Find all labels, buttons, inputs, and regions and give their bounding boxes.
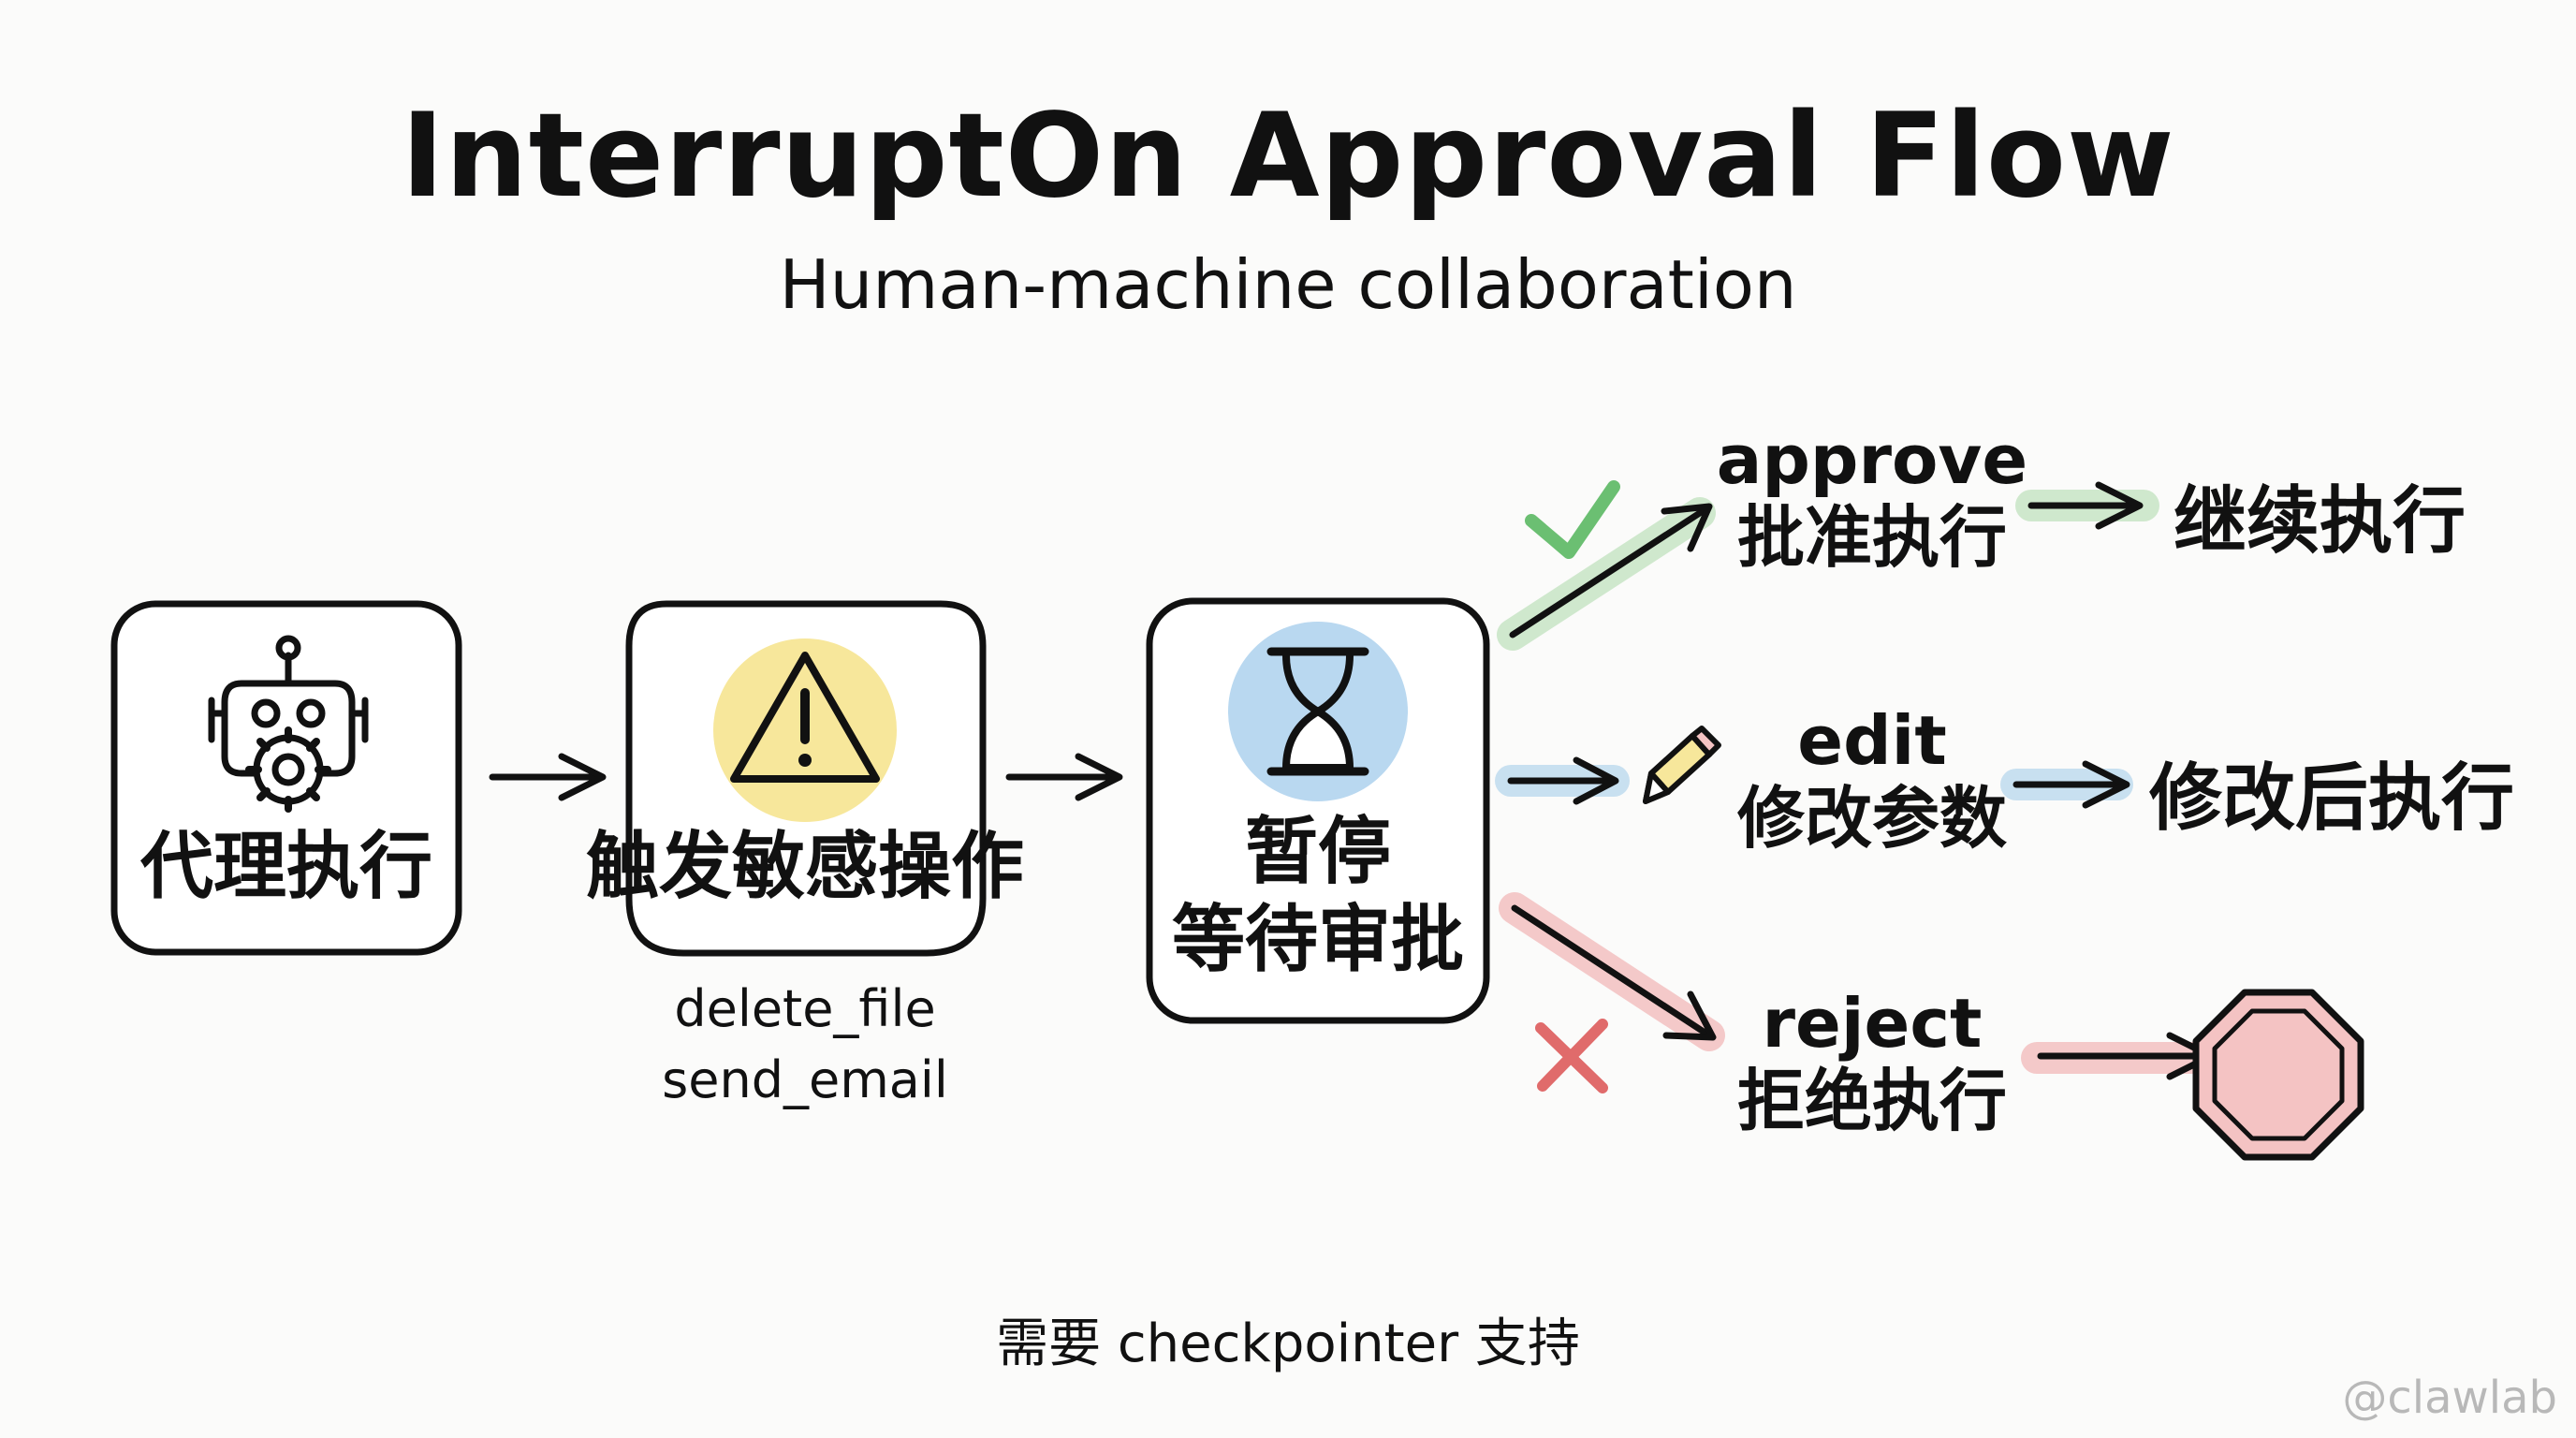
hourglass-icon xyxy=(1228,622,1408,801)
robot-gear-icon xyxy=(208,635,369,813)
stop-sign-icon xyxy=(2192,989,2364,1161)
approve-label-cn: 批准执行 xyxy=(1736,497,2007,577)
reject-label-en: reject xyxy=(1762,984,1983,1063)
pause-label-line2: 等待审批 xyxy=(1171,897,1464,982)
approve-label: approve 批准执行 xyxy=(1704,421,2041,577)
watermark: @clawlab xyxy=(2342,1372,2557,1424)
approve-branch-arrow xyxy=(1497,497,1716,651)
edit-label-cn: 修改参数 xyxy=(1736,778,2007,858)
checkmark-icon xyxy=(1525,480,1620,559)
reject-label-cn: 拒绝执行 xyxy=(1736,1061,2007,1140)
agent-node-label: 代理执行 xyxy=(139,825,432,909)
reject-result-arrow xyxy=(2021,1032,2234,1080)
reject-branch-arrow xyxy=(1499,892,1725,1051)
diagram-title: InterruptOn Approval Flow xyxy=(401,89,2175,224)
pause-label-line1: 暂停 xyxy=(1244,810,1391,894)
x-icon xyxy=(1535,1019,1608,1093)
trigger-node-label: 触发敏感操作 xyxy=(585,825,1024,909)
approve-label-en: approve xyxy=(1716,420,2028,499)
reject-label: reject 拒绝执行 xyxy=(1704,985,2041,1140)
pause-node-label: 暂停 等待审批 xyxy=(1149,809,1486,984)
arrow-trigger-to-pause xyxy=(1005,753,1123,801)
operation-send-email: send_email xyxy=(662,1049,948,1109)
edit-result: 修改后执行 xyxy=(2149,756,2515,841)
operation-delete-file: delete_file xyxy=(674,979,936,1038)
edit-branch-arrow xyxy=(1495,756,1630,805)
warning-icon xyxy=(713,638,897,822)
approve-result: 继续执行 xyxy=(2174,479,2466,564)
diagram-subtitle: Human-machine collaboration xyxy=(779,245,1797,324)
edit-label: edit 修改参数 xyxy=(1704,702,2041,858)
approve-result-arrow xyxy=(2015,481,2159,530)
arrow-agent-to-trigger xyxy=(489,753,607,801)
footer-note: 需要 checkpointer 支持 xyxy=(996,1313,1580,1374)
pencil-icon xyxy=(1643,726,1721,804)
edit-result-arrow xyxy=(2000,760,2133,809)
edit-label-en: edit xyxy=(1797,701,1947,780)
trigger-operations: delete_file send_email xyxy=(618,974,992,1115)
